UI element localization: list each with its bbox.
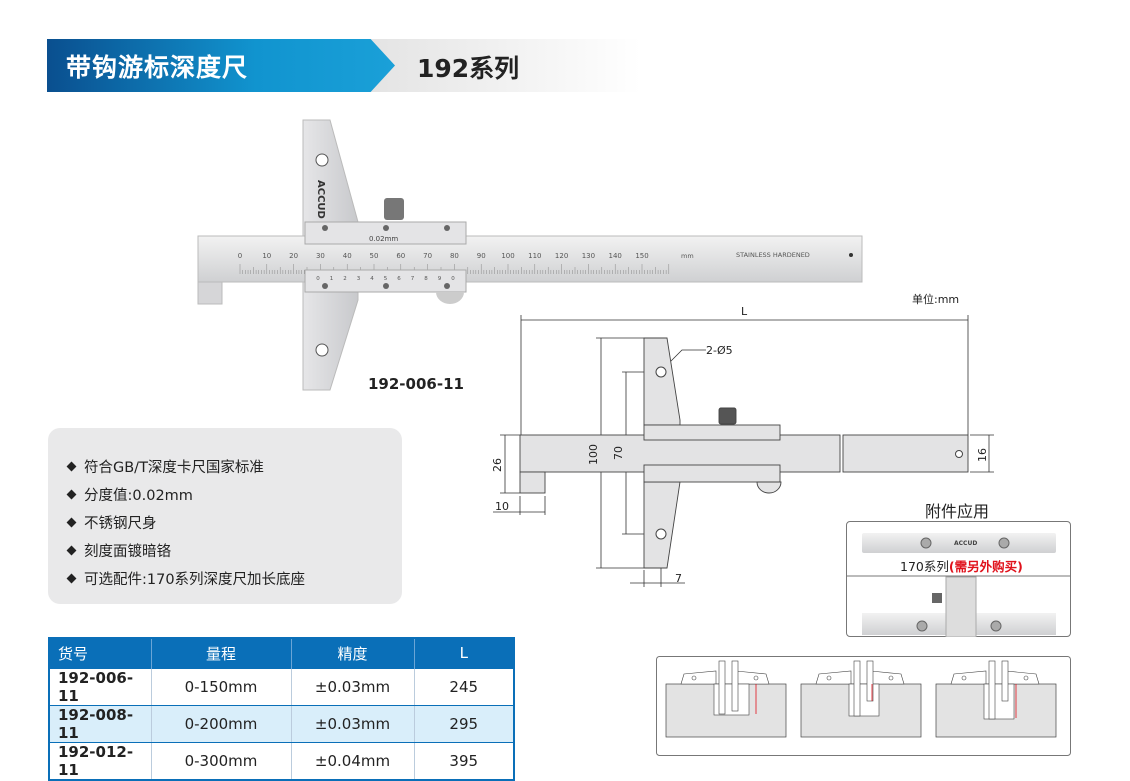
accessory-brand: ACCUD xyxy=(954,540,977,547)
lock-knob-icon xyxy=(384,198,404,220)
scale-label: 10 xyxy=(262,252,271,260)
cell: 0-200mm xyxy=(151,704,292,743)
scale-label: 0 xyxy=(238,252,242,260)
dim-holes: 2-Ø5 xyxy=(706,344,733,357)
scale-label: 70 xyxy=(423,252,432,260)
scale-label: 50 xyxy=(370,252,379,260)
scale-label: 110 xyxy=(528,252,541,260)
hole-icon xyxy=(655,366,667,378)
caption-note: (需另外购买) xyxy=(948,559,1023,574)
cell: ±0.03mm xyxy=(291,704,415,743)
usage-diagram xyxy=(800,660,922,738)
brand-logo: ACCUD xyxy=(315,180,326,219)
hook xyxy=(197,281,223,305)
vernier-scale: 0 1 2 3 4 5 6 7 8 9 0 xyxy=(316,276,455,282)
usage-diagram xyxy=(935,660,1057,738)
unit-note: 单位:mm xyxy=(912,293,960,306)
vernier-label: 5 xyxy=(384,276,388,282)
vernier-label: 0 xyxy=(316,276,320,282)
header-arrow xyxy=(47,39,395,92)
dim-100: 100 xyxy=(587,444,600,465)
cell: ±0.03mm xyxy=(291,667,415,706)
scale-label: 80 xyxy=(450,252,459,260)
dim-7: 7 xyxy=(675,572,682,585)
feature-text: 分度值:0.02mm xyxy=(84,487,193,504)
col-range: 量程 xyxy=(151,638,292,668)
vernier-label: 6 xyxy=(397,276,401,282)
main-scale: 0 10 20 30 40 50 60 70 80 90 100 110 120 130 140 150 xyxy=(238,252,670,274)
scale-label: 100 xyxy=(501,252,514,260)
cell: 0-150mm xyxy=(151,667,292,706)
scale-label: 30 xyxy=(316,252,325,260)
cell: 192-006-11 xyxy=(49,667,152,706)
vernier-label: 0 xyxy=(451,276,455,282)
cell: 295 xyxy=(414,704,515,743)
vernier-slider-bottom xyxy=(304,269,467,293)
feature-item: 符合GB/T深度卡尺国家标准 xyxy=(66,452,402,480)
dim-70: 70 xyxy=(612,446,625,460)
accessory-images: ACCUD xyxy=(846,533,1071,637)
scale-label: 140 xyxy=(609,252,622,260)
usage-diagrams xyxy=(656,656,1071,756)
vernier-slider-top xyxy=(304,221,467,245)
vernier-label: 3 xyxy=(357,276,361,282)
dim-10: 10 xyxy=(495,500,509,513)
vernier-label: 8 xyxy=(424,276,428,282)
scale-label: 90 xyxy=(477,252,486,260)
cell: 245 xyxy=(414,667,515,706)
vernier-label: 2 xyxy=(343,276,347,282)
accessory-title: 附件应用 xyxy=(925,502,990,521)
feature-list: 符合GB/T深度卡尺国家标准 分度值:0.02mm 不锈钢尺身 刻度面镀暗铬 可… xyxy=(48,428,402,604)
usage-diagram xyxy=(665,660,787,738)
model-label: 192-006-11 xyxy=(368,375,464,393)
feature-item: 刻度面镀暗铬 xyxy=(66,536,402,564)
feature-item: 不锈钢尺身 xyxy=(66,508,402,536)
vernier-label: 7 xyxy=(411,276,415,282)
series-title: 192系列 xyxy=(417,54,520,83)
mount-hole-icon xyxy=(315,343,329,357)
col-length: L xyxy=(414,638,515,668)
feature-text: 符合GB/T深度卡尺国家标准 xyxy=(84,459,264,476)
dim-26: 26 xyxy=(491,458,504,472)
knob-icon xyxy=(718,407,737,425)
marking-text: STAINLESS HARDENED xyxy=(736,251,810,259)
accessory-caption: 170系列(需另外购买) xyxy=(900,556,1023,575)
feature-text: 刻度面镀暗铬 xyxy=(84,543,171,560)
feature-item: 分度值:0.02mm xyxy=(66,480,402,508)
vernier-label: 9 xyxy=(438,276,442,282)
scale-label: 150 xyxy=(635,252,648,260)
unit-text: mm xyxy=(681,252,694,260)
table-header: 货号 量程 精度 L xyxy=(49,638,515,668)
scale-label: 120 xyxy=(555,252,568,260)
col-accuracy: 精度 xyxy=(291,638,415,668)
vernier-label: 4 xyxy=(370,276,374,282)
vernier-label: 0.02mm xyxy=(369,235,398,243)
feature-item: 可选配件:170系列深度尺加长底座 xyxy=(66,564,402,592)
dim-L: L xyxy=(741,305,748,318)
scale-label: 60 xyxy=(396,252,405,260)
dim-16: 16 xyxy=(976,448,989,462)
feature-text: 可选配件:170系列深度尺加长底座 xyxy=(84,571,306,588)
scale-label: 40 xyxy=(343,252,352,260)
scale-label: 130 xyxy=(582,252,595,260)
scale-label: 20 xyxy=(289,252,298,260)
feature-text: 不锈钢尺身 xyxy=(84,515,157,532)
vernier-label: 1 xyxy=(330,276,334,282)
caption-text: 170系列 xyxy=(900,559,949,574)
page-title: 带钩游标深度尺 xyxy=(66,53,249,82)
hole-icon xyxy=(655,528,667,540)
col-part-no: 货号 xyxy=(49,638,152,668)
mount-hole-icon xyxy=(315,153,329,167)
cell: 192-008-11 xyxy=(49,704,152,743)
